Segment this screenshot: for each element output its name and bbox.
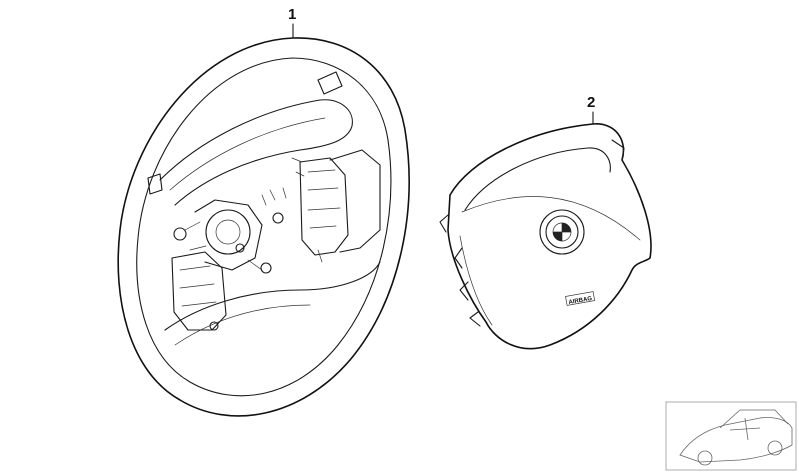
airbag-cover-outline: [447, 123, 652, 350]
left-switch-cluster: [171, 227, 227, 331]
callout-label-2: 2: [587, 94, 595, 111]
airbag-cover-inner: [464, 147, 611, 211]
airbag-module[interactable]: AIRBAG: [439, 123, 652, 350]
wheel-inner-rim: [136, 57, 392, 397]
callout-1[interactable]: 1: [288, 6, 296, 39]
wheel-outer-rim: [117, 37, 410, 417]
right-switch-cluster: [291, 149, 381, 263]
airbag-emblem-text: AIRBAG: [568, 296, 593, 306]
wheel-upper-spoke: [159, 99, 353, 206]
callout-2[interactable]: 2: [587, 94, 595, 125]
hub-mechanism: [184, 187, 287, 274]
airbag-right-tab: [611, 139, 625, 161]
wheel-upper-spoke-detail: [169, 117, 326, 191]
car-thumbnail: [665, 401, 797, 471]
airbag-side-ribs: [439, 214, 493, 327]
wheel-lower-spoke-detail: [174, 304, 311, 346]
wheel-lower-spoke: [164, 261, 381, 331]
top-control-pad: [317, 71, 343, 95]
left-control-pad: [147, 173, 163, 195]
steering-wheel[interactable]: [117, 37, 410, 417]
airbag-cover-seam: [461, 196, 641, 241]
airbag-emblem: AIRBAG: [565, 291, 596, 306]
callout-label-1: 1: [288, 6, 296, 23]
bmw-logo-icon: [539, 209, 585, 255]
